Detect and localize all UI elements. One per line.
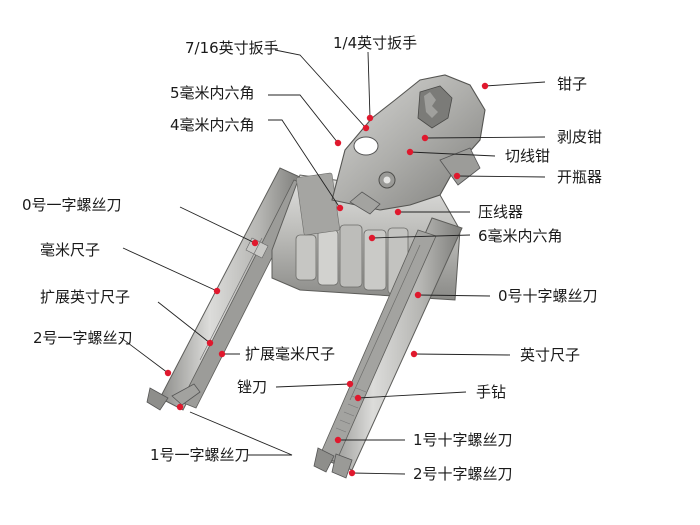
marker-ext-inch-ruler [206,339,214,347]
label-flat-screwdriver-2: 2号一字螺丝刀 [33,329,133,347]
label-ext-inch-ruler: 扩展英寸尺子 [40,288,130,306]
label-ext-mm-ruler: 扩展毫米尺子 [245,345,335,363]
marker-bottle-opener [453,172,461,180]
label-hand-drill: 手钻 [476,383,506,401]
marker-ext-mm-ruler [218,350,226,358]
labels: 7/16英寸扳手 1/4英寸扳手 5毫米内六角 4毫米内六角 钳子 剥皮钳 切线… [22,34,602,483]
marker-phillips-0 [414,291,422,299]
marker-wire-cutter [406,148,414,156]
label-crimper: 压线器 [478,203,523,221]
marker-hex-6mm [368,234,376,242]
label-hex-6mm: 6毫米内六角 [478,227,563,245]
label-mm-ruler: 毫米尺子 [40,241,100,259]
pliers-head [331,74,486,215]
label-hex-4mm: 4毫米内六角 [170,116,255,134]
markers [164,82,489,477]
left-handle [146,167,309,411]
marker-wrench-1-4 [366,114,374,122]
label-wire-stripper: 剥皮钳 [557,128,602,146]
label-wrench-1-4: 1/4英寸扳手 [333,34,417,52]
label-inch-ruler: 英寸尺子 [520,346,580,364]
marker-hex-4mm [336,204,344,212]
marker-phillips-1 [334,436,342,444]
label-hex-5mm: 5毫米内六角 [170,84,255,102]
leader-lines [119,49,546,475]
label-flat-screwdriver-1: 1号一字螺丝刀 [150,446,250,464]
multitool-illustration [146,74,486,479]
marker-hex-5mm [334,139,342,147]
marker-inch-ruler [410,350,418,358]
marker-crimper [394,208,402,216]
label-wire-cutter: 切线钳 [505,147,550,165]
label-file: 锉刀 [237,378,267,396]
marker-wrench-7-16 [362,124,370,132]
label-bottle-opener: 开瓶器 [557,168,602,186]
marker-hand-drill [354,394,362,402]
marker-pliers [481,82,489,90]
marker-phillips-2 [348,469,356,477]
label-phillips-2: 2号十字螺丝刀 [413,465,513,483]
label-wrench-7-16: 7/16英寸扳手 [185,39,279,57]
marker-file [346,380,354,388]
marker-mm-ruler [213,287,221,295]
marker-flat-screwdriver-0 [251,239,259,247]
right-handle [313,217,463,479]
label-phillips-1: 1号十字螺丝刀 [413,431,513,449]
label-flat-screwdriver-0: 0号一字螺丝刀 [22,196,122,214]
label-phillips-0: 0号十字螺丝刀 [498,287,598,305]
marker-flat-screwdriver-2 [164,369,172,377]
marker-wire-stripper [421,134,429,142]
marker-flat-screwdriver-1 [176,403,184,411]
label-pliers: 钳子 [557,75,587,93]
